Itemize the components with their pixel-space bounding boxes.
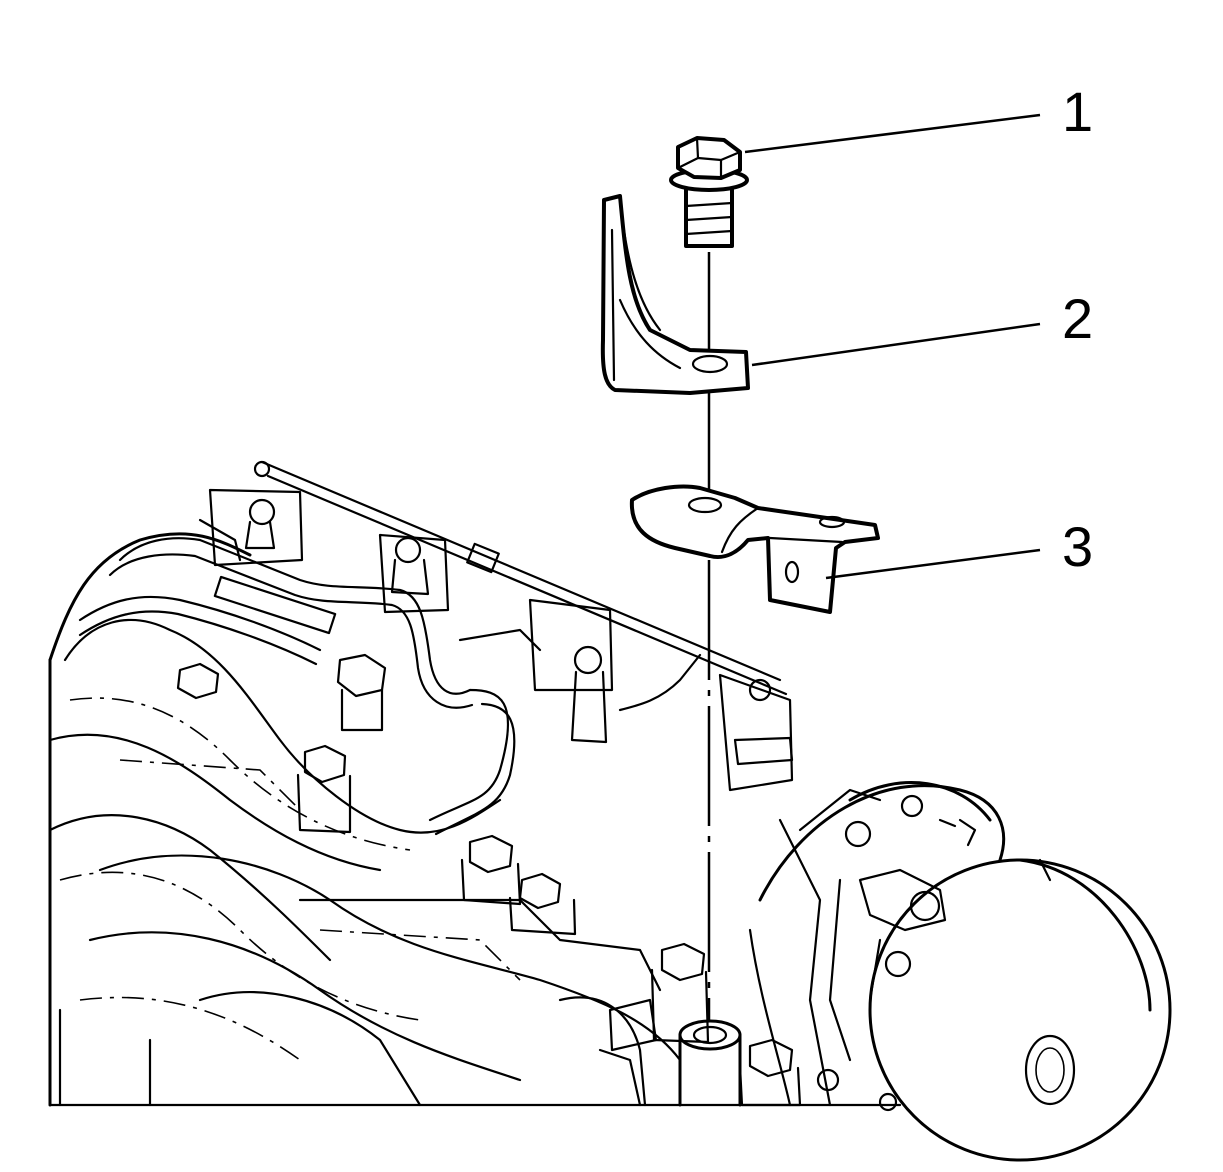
intake-manifold (48, 532, 902, 1107)
callout-2: 2 (751, 287, 1093, 367)
callout-1: 1 (744, 80, 1093, 154)
mount-bracket-part (629, 484, 880, 614)
callout-3: 3 (825, 515, 1093, 580)
hex-bolt (336, 653, 387, 732)
injector (718, 673, 794, 792)
injector (198, 488, 304, 567)
injector (378, 533, 450, 614)
hex-bolt (650, 942, 710, 1044)
hex-bolt (508, 872, 577, 936)
callout-label: 1 (1062, 80, 1093, 143)
hex-bolt (296, 744, 352, 834)
injector (528, 598, 614, 744)
hex-bolt (738, 1038, 802, 1107)
compressor (748, 781, 1172, 1162)
hex-bolt (460, 834, 522, 906)
callout-label: 2 (1062, 287, 1093, 350)
flange-bolt-part (669, 136, 749, 248)
manifold-bolts (176, 653, 802, 1107)
engine-assembly (48, 460, 1172, 1162)
mount-boss (598, 998, 742, 1107)
l-bracket-part (600, 194, 750, 395)
fuel-rail (253, 460, 788, 696)
fuel-lines (78, 537, 702, 836)
callout-label: 3 (1062, 515, 1093, 578)
fuel-injectors (198, 488, 794, 792)
hex-bolt (176, 662, 220, 700)
